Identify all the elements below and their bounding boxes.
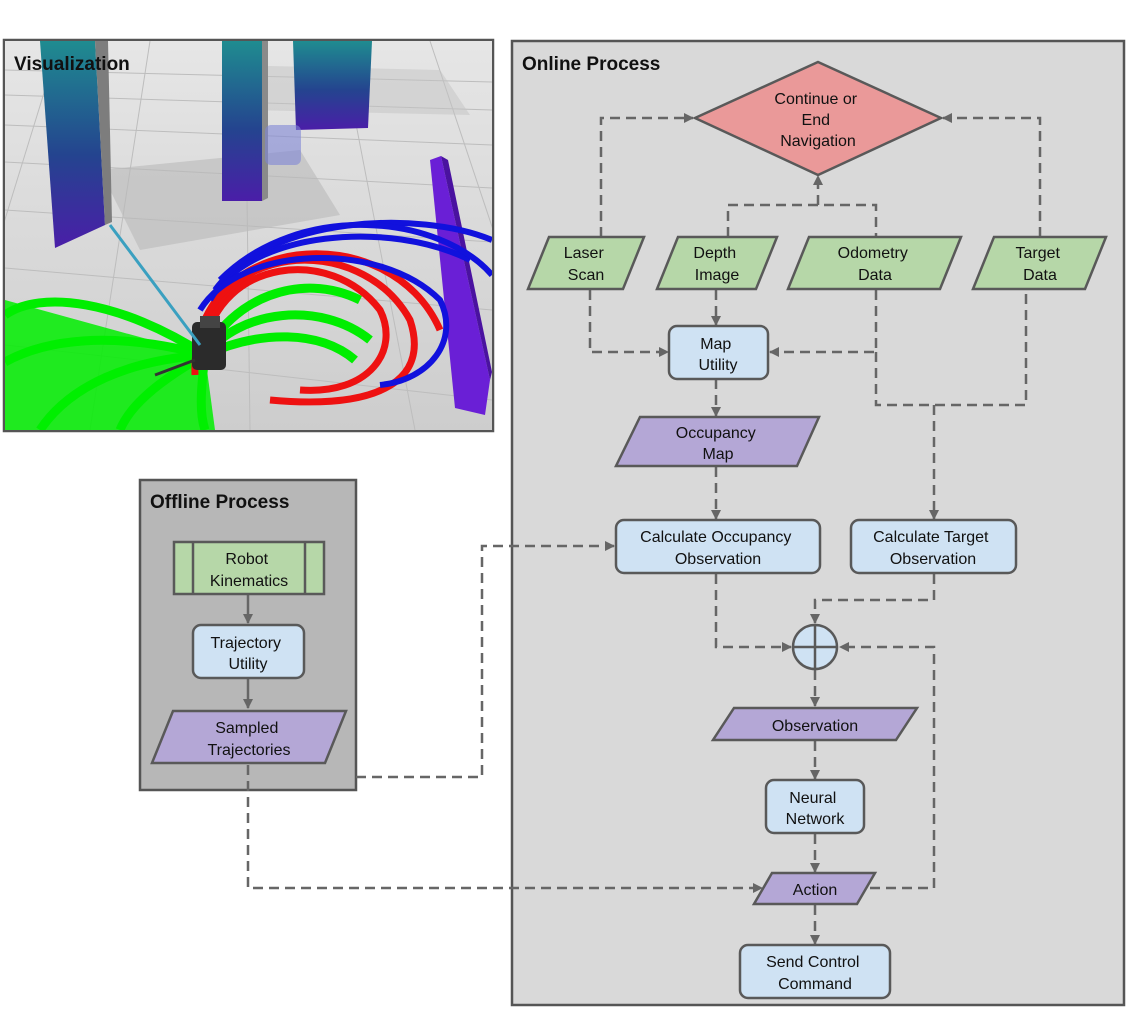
send-control-command-node: Send Control Command xyxy=(738,943,892,1000)
laser-scan-line-2: Scan xyxy=(568,267,604,284)
target-data-line-2: Data xyxy=(1023,267,1057,284)
trajectory-utility-line-1: Trajectory xyxy=(211,635,282,652)
decision-line-3: Navigation xyxy=(780,133,856,150)
send-control-line-2: Command xyxy=(778,976,852,993)
sampled-trajectories-line-1: Sampled xyxy=(215,720,278,737)
target-data-node: Target Data xyxy=(971,235,1108,291)
sampled-trajectories-line-2: Trajectories xyxy=(208,742,291,759)
visualization-panel: Visualization xyxy=(2,38,495,433)
target-data-line-1: Target xyxy=(1016,245,1061,262)
calc-occupancy-line-2: Observation xyxy=(675,551,761,568)
svg-text:Occupancy Map: Occupancy Map xyxy=(676,425,761,463)
svg-text:Depth Image: Depth Image xyxy=(693,245,740,284)
edge-odometry-target-join xyxy=(874,290,1028,407)
calc-occupancy-observation-node: Calculate Occupancy Observation xyxy=(614,518,822,575)
svg-text:Odometry Data: Odometry Data xyxy=(838,245,913,284)
depth-image-line-1: Depth xyxy=(693,245,736,262)
occupancy-map-node: Occupancy Map xyxy=(613,415,821,468)
robot-simulation-render xyxy=(5,41,492,430)
edge-laser-to-map xyxy=(588,290,669,357)
svg-text:Laser Scan: Laser Scan xyxy=(564,245,608,284)
edge-laser-to-decision xyxy=(599,113,694,237)
odometry-data-line-2: Data xyxy=(858,267,892,284)
sampled-trajectories-node: Sampled Trajectories xyxy=(150,709,348,765)
observation-label: Observation xyxy=(772,718,858,735)
calc-target-line-2: Observation xyxy=(890,551,976,568)
svg-text:Map Utility: Map Utility xyxy=(698,336,737,374)
occupancy-map-line-1: Occupancy xyxy=(676,425,756,442)
depth-image-node: Depth Image xyxy=(655,235,779,291)
laser-scan-node: Laser Scan xyxy=(526,235,646,291)
neural-network-node: Neural Network xyxy=(764,778,866,835)
send-control-line-1: Send Control xyxy=(766,954,859,971)
occupancy-map-line-2: Map xyxy=(702,446,733,463)
svg-text:Continue or End Na: Continue or End Navigation xyxy=(774,91,861,150)
edge-target-to-decision xyxy=(942,113,1042,237)
decision-line-1: Continue or xyxy=(774,91,857,108)
map-utility-node: Map Utility xyxy=(667,324,770,381)
robot-kinematics-node: Robot Kinematics xyxy=(172,540,326,596)
map-utility-line-2: Utility xyxy=(698,357,737,374)
robot-model xyxy=(108,224,226,377)
laser-scan-line-1: Laser xyxy=(564,245,605,262)
action-label: Action xyxy=(793,882,837,899)
svg-text:Send Control Command: Send Control Command xyxy=(766,954,864,993)
svg-text:Target Data: Target Data xyxy=(1016,245,1065,284)
svg-text:Calculate Target Observa: Calculate Target Observation xyxy=(873,529,993,568)
edge-odometry-to-map xyxy=(769,290,878,357)
calc-occupancy-line-1: Calculate Occupancy xyxy=(640,529,791,546)
robot-kinematics-line-2: Kinematics xyxy=(210,573,288,590)
offline-process-title: Offline Process xyxy=(150,492,289,513)
neural-network-line-1: Neural xyxy=(789,790,836,807)
decision-line-2: End xyxy=(802,112,830,129)
sum-junction-icon xyxy=(791,623,839,671)
edge-action-to-sum xyxy=(839,642,936,890)
edges xyxy=(243,113,1042,945)
odometry-data-node: Odometry Data xyxy=(786,235,963,291)
edge-calc-occupancy-to-sum xyxy=(714,574,792,652)
trajectory-utility-line-2: Utility xyxy=(228,656,267,673)
action-node: Action xyxy=(751,871,878,906)
edge-trajectories-to-calc-occupancy xyxy=(356,541,615,779)
neural-network-line-2: Network xyxy=(786,811,846,828)
edge-trajectories-to-action xyxy=(246,765,763,893)
visualization-title: Visualization xyxy=(14,54,130,75)
trajectory-utility-node: Trajectory Utility xyxy=(191,623,306,680)
svg-text:Robot Kinematics: Robot Kinematics xyxy=(210,551,288,590)
edge-calc-target-to-sum xyxy=(810,574,936,624)
depth-image-line-2: Image xyxy=(695,267,740,284)
map-utility-line-1: Map xyxy=(700,336,731,353)
edge-depth-odometry-join xyxy=(726,203,878,237)
odometry-data-line-1: Odometry xyxy=(838,245,908,262)
robot-kinematics-line-1: Robot xyxy=(225,551,268,568)
calc-target-observation-node: Calculate Target Observation xyxy=(849,518,1018,575)
svg-text:Trajectory Utility: Trajectory Utility xyxy=(211,635,286,673)
online-process-title: Online Process xyxy=(522,54,660,75)
calc-target-line-1: Calculate Target xyxy=(873,529,989,546)
svg-text:Sampled Trajectories: Sampled Trajectories xyxy=(208,720,291,759)
svg-text:Neural Network: Neural Network xyxy=(786,790,846,828)
svg-text:Calculate Occupancy Obse: Calculate Occupancy Observation xyxy=(640,529,796,568)
decision-node: Continue or End Navigation xyxy=(692,60,944,177)
observation-node: Observation xyxy=(710,706,920,742)
